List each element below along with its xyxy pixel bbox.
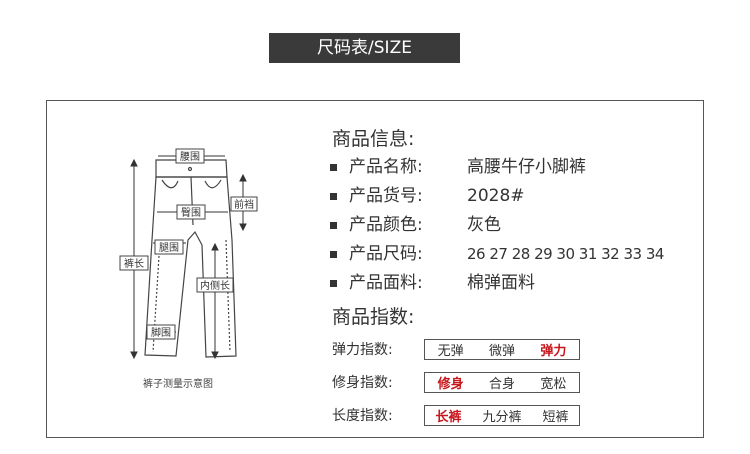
svg-text:裤长: 裤长 — [124, 257, 144, 270]
label-waist: 腰围 — [175, 148, 205, 164]
index-option-selected: 弹力 — [540, 344, 567, 359]
index-options: 长裤 九分裤 短裤 — [424, 405, 580, 426]
svg-text:内侧长: 内侧长 — [200, 279, 230, 292]
diagram-caption: 裤子测量示意图 — [143, 379, 213, 390]
bullet-square-icon — [330, 280, 337, 287]
size-chart-title: 尺码表/SIZE — [269, 33, 460, 63]
index-option: 短裤 — [542, 410, 569, 425]
label-thigh: 腿围 — [154, 239, 184, 255]
info-label: 产品面料: — [349, 273, 423, 293]
product-info-heading: 商品信息: — [332, 128, 415, 150]
svg-text:腿围: 腿围 — [159, 242, 179, 254]
size-chart-frame — [46, 100, 704, 438]
index-options: 修身 合身 宽松 — [424, 372, 580, 393]
info-value: 2028# — [467, 186, 525, 206]
index-option-selected: 长裤 — [435, 410, 462, 425]
svg-text:前裆: 前裆 — [234, 198, 254, 211]
svg-text:腰围: 腰围 — [180, 151, 200, 163]
bullet-square-icon — [330, 251, 337, 258]
label-front-rise: 前裆 — [230, 196, 258, 212]
label-length: 裤长 — [119, 255, 149, 271]
index-option: 九分裤 — [482, 410, 522, 425]
index-label: 长度指数: — [332, 408, 393, 424]
label-hip: 臀围 — [176, 204, 206, 220]
svg-text:脚围: 脚围 — [151, 326, 171, 339]
index-option: 无弹 — [437, 344, 464, 359]
info-value: 棉弹面料 — [467, 273, 535, 293]
index-options: 无弹 微弹 弹力 — [424, 339, 580, 360]
label-leg-opening: 脚围 — [146, 324, 176, 340]
info-value: 高腰牛仔小脚裤 — [467, 157, 586, 177]
info-value: 26 27 28 29 30 31 32 33 34 — [467, 245, 664, 263]
info-label: 产品货号: — [349, 186, 423, 206]
index-option: 微弹 — [488, 344, 515, 359]
bullet-square-icon — [330, 222, 337, 229]
index-option-selected: 修身 — [437, 377, 464, 392]
label-inseam: 内侧长 — [196, 277, 234, 293]
index-option: 合身 — [488, 377, 515, 392]
index-option: 宽松 — [540, 377, 567, 392]
index-label: 修身指数: — [332, 375, 393, 391]
info-label: 产品颜色: — [349, 215, 423, 235]
info-value: 灰色 — [467, 215, 501, 235]
info-label: 产品名称: — [349, 157, 423, 177]
info-label: 产品尺码: — [349, 244, 423, 264]
product-index-heading: 商品指数: — [332, 306, 415, 328]
bullet-square-icon — [330, 164, 337, 171]
bullet-square-icon — [330, 193, 337, 200]
index-label: 弹力指数: — [332, 342, 393, 358]
svg-text:臀围: 臀围 — [181, 207, 201, 219]
